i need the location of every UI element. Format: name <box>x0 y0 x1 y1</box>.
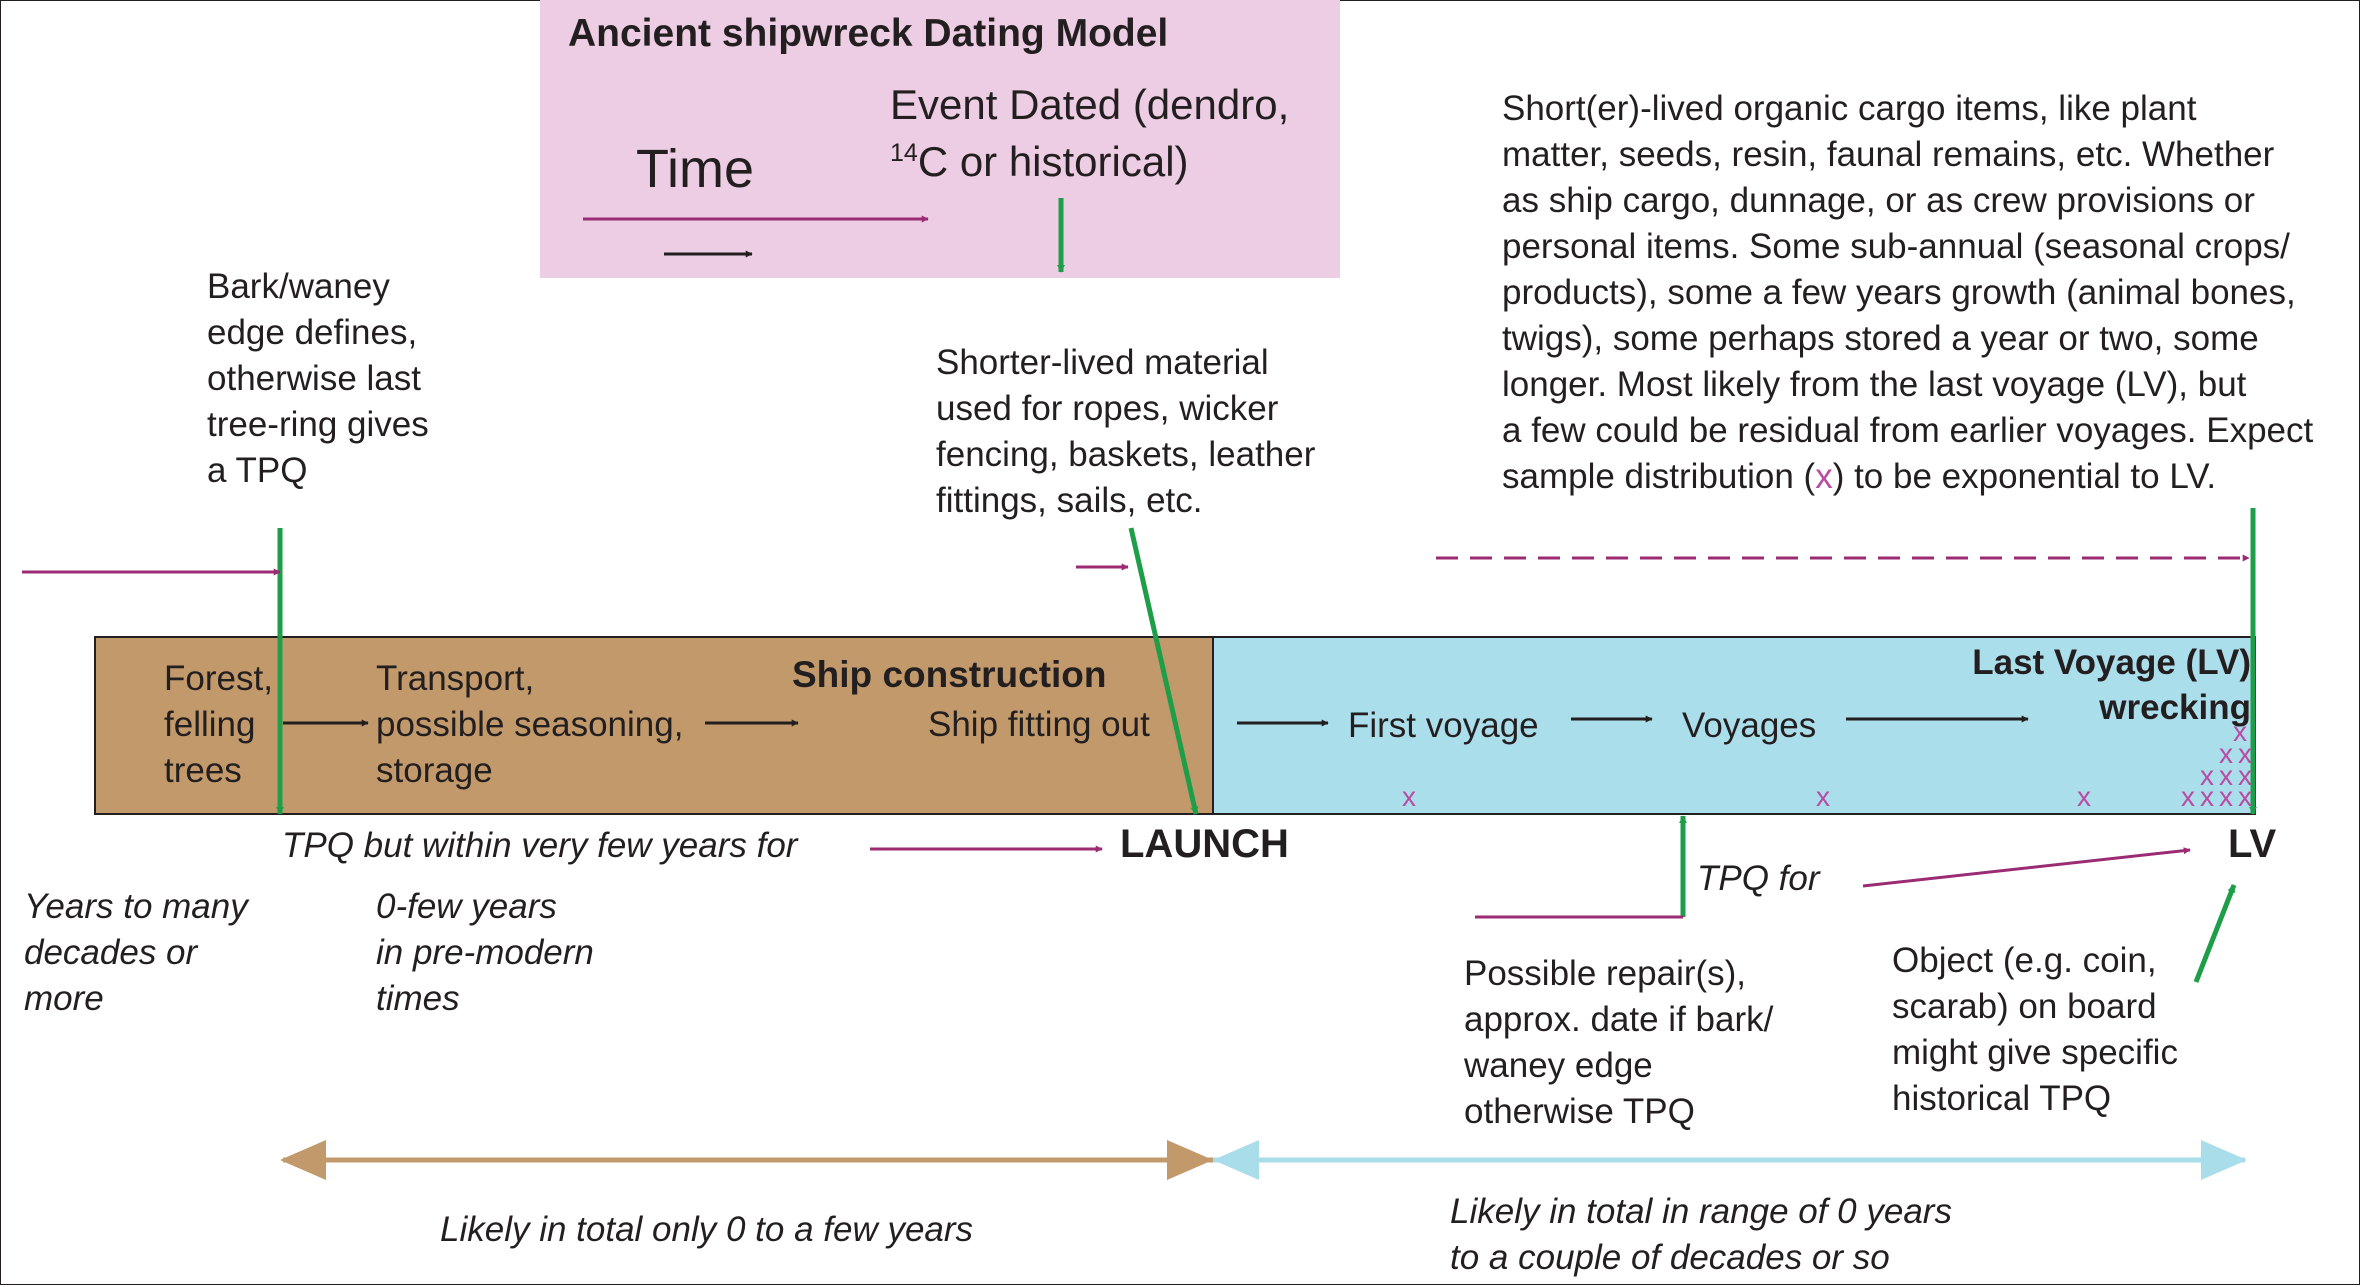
tpq-for-label: TPQ for <box>1697 859 1820 898</box>
cargo-annotation-text: Short(er)-lived organic cargo items, lik… <box>1502 89 2314 496</box>
ship-fitting-label: Ship fitting out <box>928 705 1150 744</box>
sample-x-mark: x <box>2219 738 2233 769</box>
legend-event-sup: 14 <box>890 139 918 167</box>
voyage-total-arrowhead-left <box>1213 1140 1259 1180</box>
shorter-lived-annotation: Shorter-lived material used for ropes, w… <box>936 343 1316 520</box>
legend-event-line1: Event Dated (dendro, <box>890 81 1290 128</box>
construction-total-label: Likely in total only 0 to a few years <box>440 1210 974 1249</box>
cargo-annotation-end: ) to be exponential to LV. <box>1832 457 2217 496</box>
cargo-annotation: Short(er)-lived organic cargo items, lik… <box>1502 86 2313 500</box>
transport-duration-label: 0-few years in pre-modern times <box>376 887 594 1018</box>
legend-event-line2: C or historical) <box>917 138 1189 185</box>
felling-duration-label: Years to many decades or more <box>24 887 248 1018</box>
legend-title: Ancient shipwreck Dating Model <box>568 12 1169 55</box>
sample-x-mark: x <box>2238 781 2252 812</box>
repair-label: Possible repair(s), approx. date if bark… <box>1464 954 1774 1131</box>
construction-total-arrowhead-left <box>280 1140 326 1180</box>
tpq-for-lv-arrow <box>1862 847 2191 888</box>
launch-label: LAUNCH <box>1120 822 1289 866</box>
lv-label: LV <box>2228 822 2277 866</box>
ship-construction-label: Ship construction <box>792 654 1107 695</box>
legend-time-label: Time <box>636 139 754 199</box>
forest-felling-label: Forest, felling trees <box>164 659 273 790</box>
sample-x-mark: x <box>2077 781 2091 812</box>
tpq-launch-label: TPQ but within very few years for <box>282 826 798 865</box>
sample-x-mark: x <box>2238 760 2252 791</box>
sample-x-mark: x <box>2200 760 2214 791</box>
voyage-phase-band <box>1212 636 2256 815</box>
legend-box <box>540 0 1340 278</box>
sample-x-mark: x <box>1402 781 1416 812</box>
voyages-label: Voyages <box>1682 706 1817 745</box>
first-voyage-label: First voyage <box>1348 706 1539 745</box>
sample-x-mark: x <box>2219 760 2233 791</box>
sample-x-mark: x <box>2219 781 2233 812</box>
sample-x-mark: x <box>2238 738 2252 769</box>
object-label: Object (e.g. coin, scarab) on board migh… <box>1892 941 2178 1118</box>
legend-event-label: Event Dated (dendro, 14C or historical) <box>890 81 1289 186</box>
voyage-total-label: Likely in total in range of 0 years to a… <box>1450 1192 1952 1277</box>
transport-label: Transport, possible seasoning, storage <box>376 659 684 790</box>
sample-x-mark: x <box>2200 781 2214 812</box>
voyage-total-arrowhead-right <box>2201 1140 2247 1180</box>
last-voyage-label: Last Voyage (LV) wrecking <box>1972 643 2251 727</box>
construction-total-arrowhead-right <box>1167 1140 1213 1180</box>
bark-annotation: Bark/waney edge defines, otherwise last … <box>207 267 429 490</box>
cargo-x-mark: x <box>1815 457 1833 496</box>
sample-x-mark: x <box>1816 781 1830 812</box>
object-event-arrow <box>2193 884 2237 983</box>
shorter-lived-event-arrow <box>1128 527 1199 815</box>
sample-x-mark: x <box>2181 781 2195 812</box>
sample-x-mark: x <box>2233 716 2247 747</box>
